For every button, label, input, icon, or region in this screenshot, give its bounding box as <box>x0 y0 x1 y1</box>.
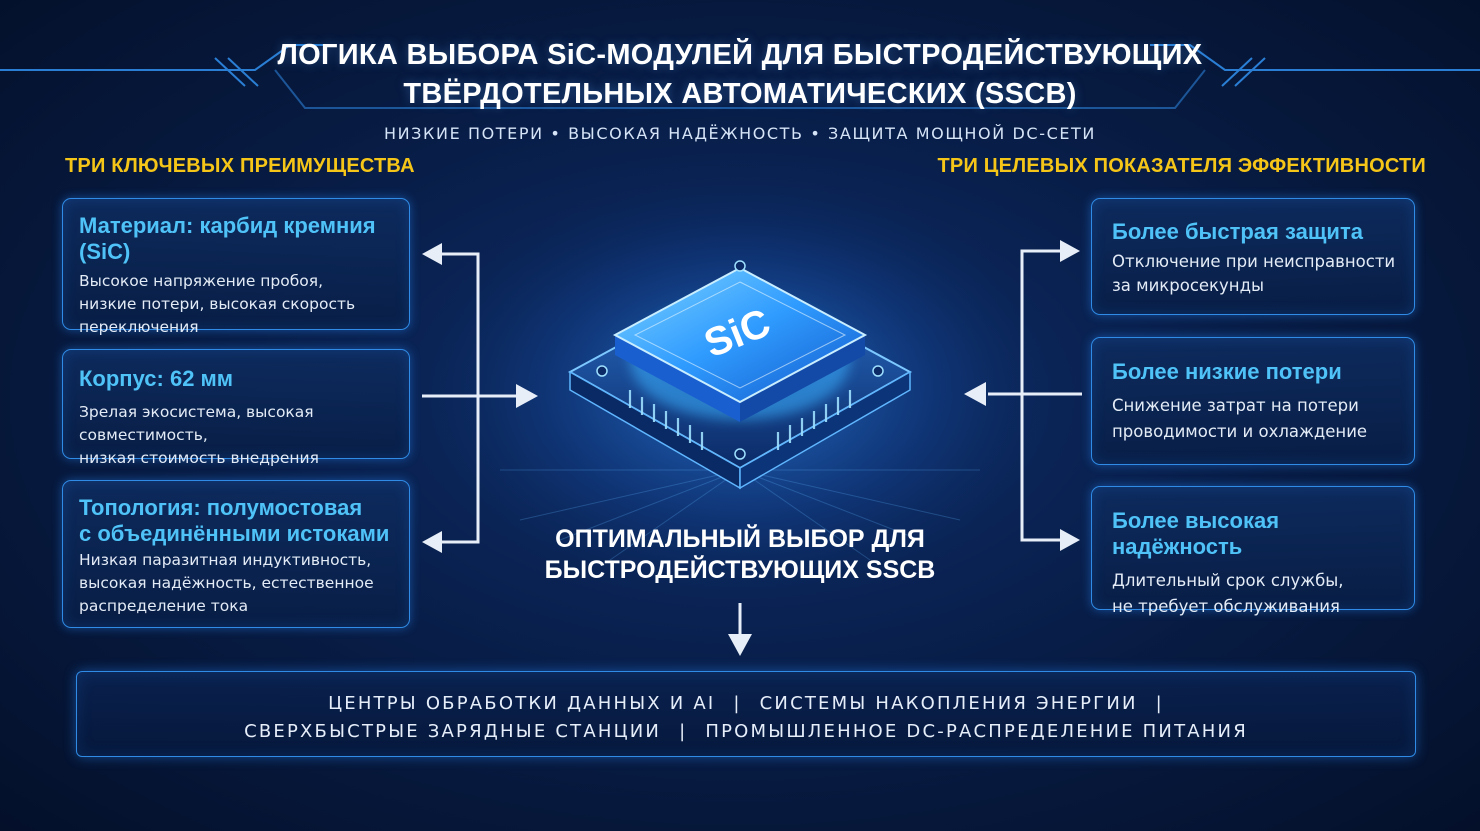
application-energy-storage: СИСТЕМЫ НАКОПЛЕНИЯ ЭНЕРГИИ <box>759 693 1138 714</box>
advantage-card-topology: Топология: полумостовая с объединёнными … <box>62 480 410 628</box>
banner-separator: | <box>733 693 742 714</box>
chip-base-side-right <box>739 370 911 490</box>
applications-banner: ЦЕНТРЫ ОБРАБОТКИ ДАННЫХ И AI | СИСТЕМЫ НАК… <box>76 671 1416 757</box>
target-card-faster-protection: Более быстрая защита Отключение при неис… <box>1091 198 1415 315</box>
left-section-heading: ТРИ КЛЮЧЕВЫХ ПРЕИМУЩЕСТВА <box>65 155 415 177</box>
chip-die-side-right <box>740 335 865 422</box>
page-subtitle: НИЗКИЕ ПОТЕРИ • ВЫСОКАЯ НАДЁЖНОСТЬ • ЗАЩ… <box>383 124 1096 143</box>
chip-screws <box>596 260 884 460</box>
banner-separator: | <box>1155 693 1164 714</box>
page-title: ЛОГИКА ВЫБОРА SiC-МОДУЛЕЙ ДЛЯ БЫСТРОДЕЙС… <box>0 36 1480 114</box>
card-title: Более быстрая защита <box>1112 219 1363 244</box>
advantage-card-package: Корпус: 62 мм Зрелая экосистема, высокая… <box>62 349 410 467</box>
card-body: Высокое напряжение пробоя, низкие потери… <box>79 272 356 336</box>
card-body: Снижение затрат на потери проводимости и… <box>1112 396 1368 441</box>
light-rays <box>500 469 980 561</box>
advantage-card-material: Материал: карбид кремния (SiC) Высокое н… <box>62 198 410 336</box>
card-body: Отключение при неисправности за микросек… <box>1112 252 1396 295</box>
arrow-to-chip-from-left <box>516 384 538 408</box>
banner-line-2: СВЕРХБЫСТРЫЕ ЗАРЯДНЫЕ СТАНЦИИ | ПРОМЫШЛЕНН… <box>77 718 1415 746</box>
title-line-2: ТВЁРДОТЕЛЬНЫХ АВТОМАТИЧЕСКИХ (SSCB) <box>403 78 1077 110</box>
arrow-right-bottom <box>1060 529 1080 551</box>
chip-die-side <box>615 335 740 422</box>
target-card-lower-losses: Более низкие потери Снижение затрат на п… <box>1091 337 1415 465</box>
arrow-down <box>728 634 752 656</box>
card-body: Длительный срок службы, не требует обслу… <box>1112 571 1344 616</box>
card-title: Материал: карбид кремния (SiC) <box>79 213 376 264</box>
sic-chip-illustration: SiC <box>567 260 913 490</box>
banner-separator: | <box>679 721 688 742</box>
chip-pins <box>628 390 852 450</box>
banner-line-1: ЦЕНТРЫ ОБРАБОТКИ ДАННЫХ И AI | СИСТЕМЫ НАК… <box>77 690 1415 718</box>
arrow-left-bottom <box>422 531 442 553</box>
arrow-to-chip-from-right <box>964 382 986 406</box>
target-card-higher-reliability: Более высокая надёжность Длительный срок… <box>1091 486 1415 616</box>
right-section-heading: ТРИ ЦЕЛЕВЫХ ПОКАЗАТЕЛЯ ЭФФЕКТИВНОСТИ <box>937 155 1426 177</box>
card-body: Зрелая экосистема, высокая совместимость… <box>79 403 319 467</box>
card-title: Корпус: 62 мм <box>79 366 234 391</box>
chip-die-top <box>612 266 868 404</box>
arrow-left-top <box>422 243 442 265</box>
application-dc-distribution: ПРОМЫШЛЕННОЕ DC-РАСПРЕДЕЛЕНИЕ ПИТАНИЯ <box>705 721 1248 742</box>
application-data-centers: ЦЕНТРЫ ОБРАБОТКИ ДАННЫХ И AI <box>328 693 716 714</box>
card-title: Более высокая надёжность <box>1112 508 1280 559</box>
arrow-right-top <box>1060 240 1080 262</box>
title-line-1: ЛОГИКА ВЫБОРА SiC-МОДУЛЕЙ ДЛЯ БЫСТРОДЕЙС… <box>277 39 1203 71</box>
card-body: Низкая паразитная индуктивность, высокая… <box>79 551 374 615</box>
card-title: Топология: полумостовая с объединёнными … <box>79 495 390 546</box>
application-fast-charging: СВЕРХБЫСТРЫЕ ЗАРЯДНЫЕ СТАНЦИИ <box>244 721 662 742</box>
card-title: Более низкие потери <box>1112 359 1342 384</box>
left-bracket-line <box>440 252 480 544</box>
center-caption: ОПТИМАЛЬНЫЙ ВЫБОР ДЛЯ БЫСТРОДЕЙСТВУЮЩИХ … <box>544 525 936 584</box>
